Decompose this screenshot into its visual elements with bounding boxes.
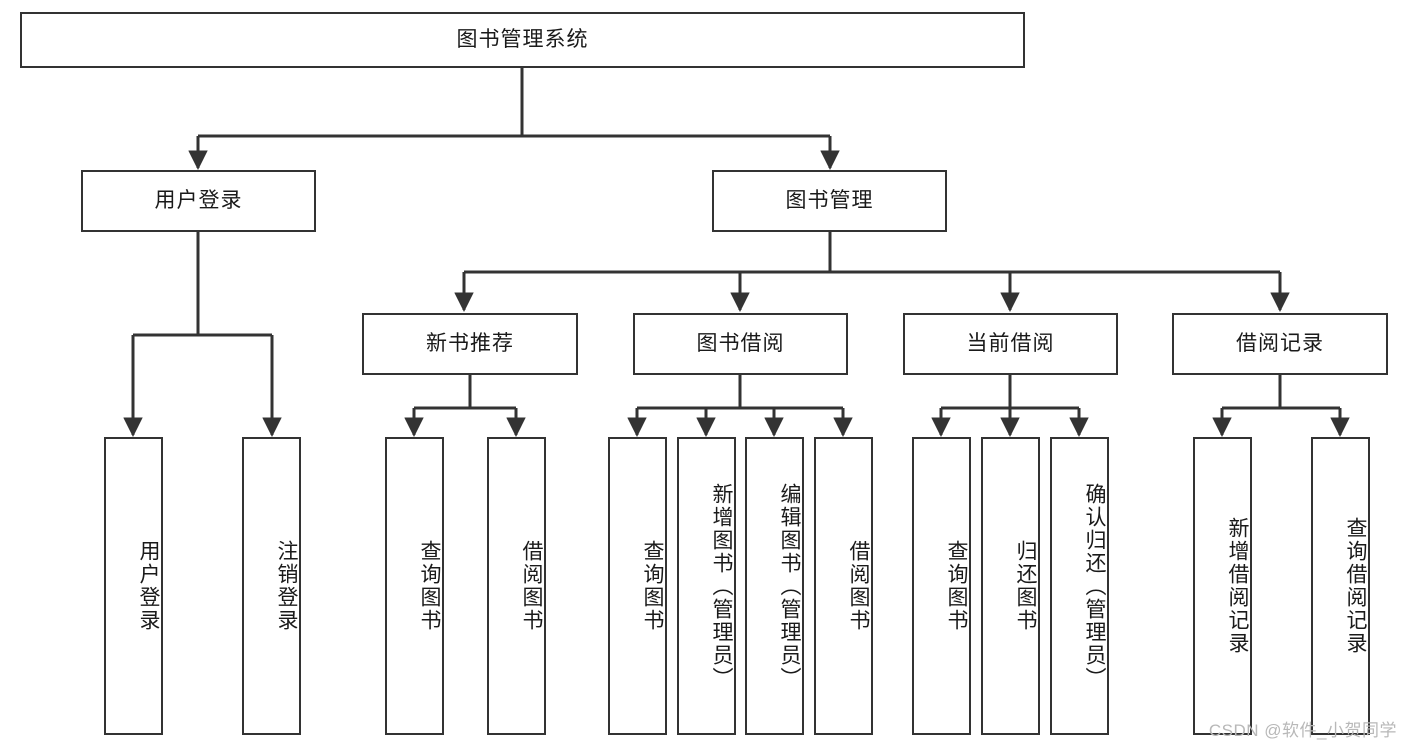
node-leaf-borrow-book-2[interactable]: 借阅图书 [814,437,873,735]
node-label: 查询图书 [641,540,664,632]
node-label: 新书推荐 [426,332,514,356]
node-book-management-system[interactable]: 图书管理系统 [20,12,1025,68]
node-leaf-add-record[interactable]: 新增借阅记录 [1193,437,1252,735]
csdn-watermark: CSDN @软件_小贺同学 [1208,721,1397,740]
node-label: 用户登录 [154,189,243,213]
node-book-borrow[interactable]: 图书借阅 [633,313,848,375]
node-label: 图书借阅 [696,332,785,356]
node-leaf-query-book-2[interactable]: 查询图书 [608,437,667,735]
node-label: 借阅图书 [847,540,870,632]
node-label: 借阅记录 [1236,332,1324,356]
node-label: 归还图书 [1014,540,1037,632]
node-label: 查询图书 [945,540,968,632]
node-label: 查询借阅记录 [1344,517,1367,655]
node-leaf-edit-book[interactable]: 编辑图书（管理员） [745,437,804,735]
node-leaf-return-book[interactable]: 归还图书 [981,437,1040,735]
node-leaf-borrow-book-1[interactable]: 借阅图书 [487,437,546,735]
node-current-borrow[interactable]: 当前借阅 [903,313,1118,375]
node-leaf-add-book[interactable]: 新增图书（管理员） [677,437,736,735]
node-label: 新增图书（管理员） [710,482,733,690]
node-leaf-query-book-1[interactable]: 查询图书 [385,437,444,735]
node-label: 借阅图书 [520,540,543,632]
node-book-management[interactable]: 图书管理 [712,170,947,232]
node-label: 确认归还（管理员） [1083,482,1106,690]
node-label: 编辑图书（管理员） [778,482,801,690]
node-borrow-record[interactable]: 借阅记录 [1172,313,1388,375]
node-label: 注销登录 [275,540,298,632]
node-user-login[interactable]: 用户登录 [81,170,316,232]
node-label: 图书管理 [785,189,874,213]
node-leaf-confirm-return[interactable]: 确认归还（管理员） [1050,437,1109,735]
node-leaf-query-record[interactable]: 查询借阅记录 [1311,437,1370,735]
node-leaf-user-logout[interactable]: 注销登录 [242,437,301,735]
node-label: 用户登录 [137,540,160,632]
node-new-book-recommend[interactable]: 新书推荐 [362,313,578,375]
node-leaf-query-book-3[interactable]: 查询图书 [912,437,971,735]
node-label: 新增借阅记录 [1226,517,1249,655]
node-label: 查询图书 [418,540,441,632]
node-label: 当前借阅 [966,332,1055,356]
node-leaf-user-login[interactable]: 用户登录 [104,437,163,735]
node-label: 图书管理系统 [456,28,589,52]
